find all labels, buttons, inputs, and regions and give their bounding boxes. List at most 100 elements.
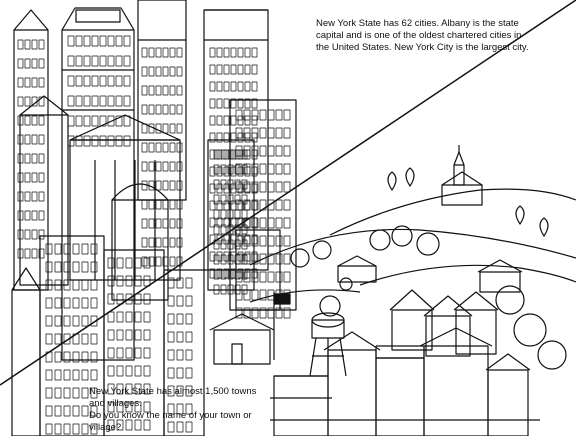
building-window xyxy=(17,153,24,164)
building-window xyxy=(38,153,45,164)
building-window xyxy=(63,243,71,255)
building-window xyxy=(227,149,234,160)
building-window xyxy=(107,401,115,413)
building-window xyxy=(155,161,162,172)
building-window xyxy=(251,98,258,109)
building-window xyxy=(185,349,193,361)
building-window xyxy=(259,109,267,121)
building-window xyxy=(162,237,169,248)
building-window xyxy=(83,35,91,47)
building-window xyxy=(234,224,241,235)
building-window xyxy=(91,115,99,127)
building-window xyxy=(176,421,184,433)
building-window xyxy=(241,284,248,295)
building-window xyxy=(227,284,234,295)
building-window xyxy=(45,369,53,381)
building-window xyxy=(241,209,248,220)
building-window xyxy=(244,64,251,75)
building-window xyxy=(81,423,89,435)
building-window xyxy=(216,200,223,211)
building-window xyxy=(176,85,183,96)
building-window xyxy=(237,115,244,126)
building-window xyxy=(83,115,91,127)
building-window xyxy=(107,55,115,67)
building-window xyxy=(243,127,251,139)
building-window xyxy=(91,75,99,87)
building-window xyxy=(116,257,124,269)
building-window xyxy=(72,369,80,381)
building-window xyxy=(176,66,183,77)
building-window xyxy=(143,293,151,305)
building-window xyxy=(216,81,223,92)
building-window xyxy=(216,166,223,177)
building-window xyxy=(162,199,169,210)
building-window xyxy=(155,66,162,77)
building-window xyxy=(169,199,176,210)
building-window xyxy=(234,239,241,250)
building-window xyxy=(176,142,183,153)
building-window xyxy=(220,224,227,235)
building-window xyxy=(235,253,243,265)
building-window xyxy=(45,261,53,273)
building-window xyxy=(134,275,142,287)
building-window xyxy=(209,64,216,75)
building-window xyxy=(54,405,62,417)
building-window xyxy=(209,200,216,211)
building-window xyxy=(141,199,148,210)
building-window xyxy=(141,237,148,248)
building-window xyxy=(115,35,123,47)
building-window xyxy=(143,401,151,413)
building-window xyxy=(223,251,230,262)
building-window xyxy=(237,149,244,160)
building-window xyxy=(54,351,62,363)
building-window xyxy=(99,75,107,87)
building-window xyxy=(125,275,133,287)
building-window xyxy=(176,349,184,361)
building-window xyxy=(54,243,62,255)
building-window xyxy=(81,387,89,399)
building-window xyxy=(116,347,124,359)
building-window xyxy=(185,295,193,307)
building-window xyxy=(241,269,248,280)
building-window xyxy=(275,199,283,211)
building-window xyxy=(216,251,223,262)
building-window xyxy=(169,142,176,153)
building-window xyxy=(155,256,162,267)
building-window xyxy=(123,75,131,87)
building-window xyxy=(148,237,155,248)
building-window xyxy=(115,115,123,127)
building-window xyxy=(176,313,184,325)
building-window xyxy=(125,365,133,377)
building-window xyxy=(81,351,89,363)
building-window xyxy=(162,218,169,229)
building-window xyxy=(230,115,237,126)
building-window xyxy=(123,135,131,147)
building-window xyxy=(230,64,237,75)
building-window xyxy=(235,109,243,121)
building-window xyxy=(143,365,151,377)
building-window xyxy=(116,419,124,431)
building-window xyxy=(267,145,275,157)
building-window xyxy=(220,179,227,190)
building-window xyxy=(148,85,155,96)
building-window xyxy=(227,239,234,250)
building-window xyxy=(143,257,151,269)
building-window xyxy=(148,123,155,134)
building-window xyxy=(17,172,24,183)
building-window xyxy=(141,256,148,267)
building-window xyxy=(72,315,80,327)
building-window xyxy=(116,383,124,395)
building-window xyxy=(241,224,248,235)
building-window xyxy=(72,297,80,309)
building-window xyxy=(237,268,244,279)
building-window xyxy=(107,293,115,305)
building-window xyxy=(99,55,107,67)
building-window xyxy=(63,423,71,435)
flagpole-drawing xyxy=(273,292,291,360)
building-window xyxy=(216,268,223,279)
building-window xyxy=(251,289,259,301)
building-window xyxy=(38,172,45,183)
covered-bridge-drawing xyxy=(337,255,377,291)
building-window xyxy=(143,419,151,431)
building-window xyxy=(241,164,248,175)
